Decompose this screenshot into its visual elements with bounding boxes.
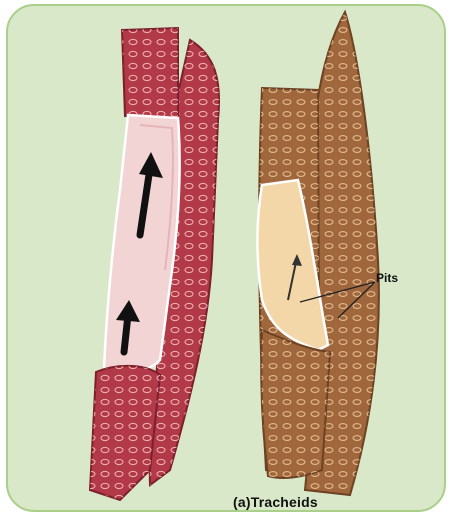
pits-label: Pits	[376, 271, 398, 285]
figure-caption: (a)Tracheids	[233, 494, 318, 510]
vessel-group-left	[90, 28, 219, 500]
tracheid-group-right	[258, 12, 379, 495]
